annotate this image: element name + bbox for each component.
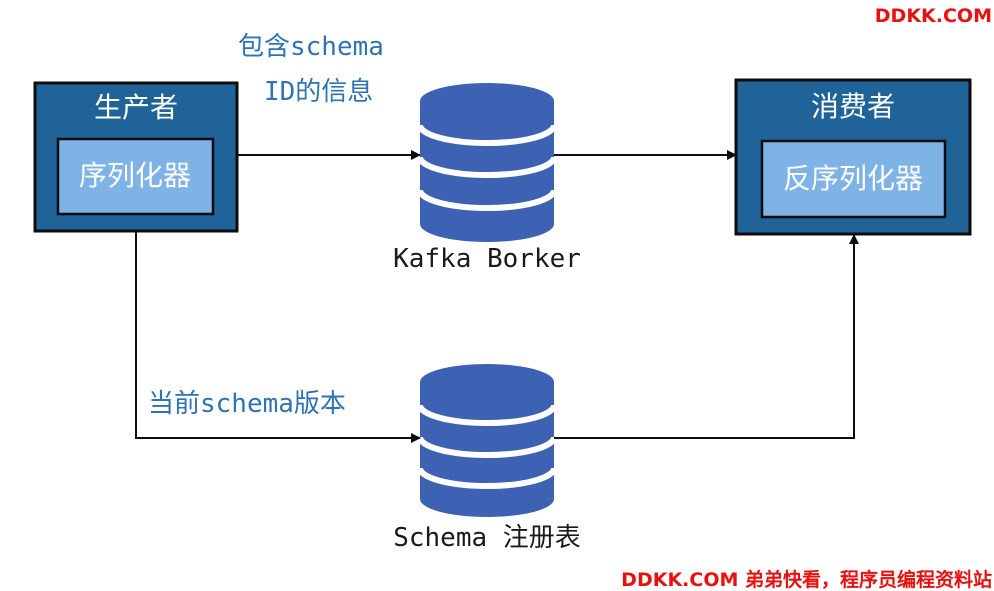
consumer-node: 消费者 反序列化器 <box>734 78 972 236</box>
deserializer-box <box>760 139 947 219</box>
consumer-title: 消费者 <box>811 90 895 123</box>
edge-label-schema-id-line2: ID的信息 <box>264 77 373 107</box>
watermark-top: DDKK.COM <box>875 5 992 27</box>
broker-label: Kafka Borker <box>393 244 581 274</box>
serializer-box <box>56 137 215 216</box>
registry-label: Schema 注册表 <box>393 523 581 553</box>
edge-registry-to-consumer <box>554 234 859 439</box>
broker-database-icon <box>417 83 557 242</box>
registry-database-icon <box>417 364 557 517</box>
edge-label-schema-version: 当前schema版本 <box>148 389 346 419</box>
watermark-bottom: DDKK.COM 弟弟快看，程序员编程资料站 <box>621 568 992 591</box>
producer-title: 生产者 <box>94 91 178 124</box>
deserializer-label: 反序列化器 <box>783 162 923 195</box>
edge-producer-to-registry <box>135 231 421 443</box>
producer-node: 生产者 序列化器 <box>33 81 239 233</box>
edge-label-schema-id-line1: 包含schema <box>238 32 384 62</box>
serializer-label: 序列化器 <box>79 159 191 192</box>
